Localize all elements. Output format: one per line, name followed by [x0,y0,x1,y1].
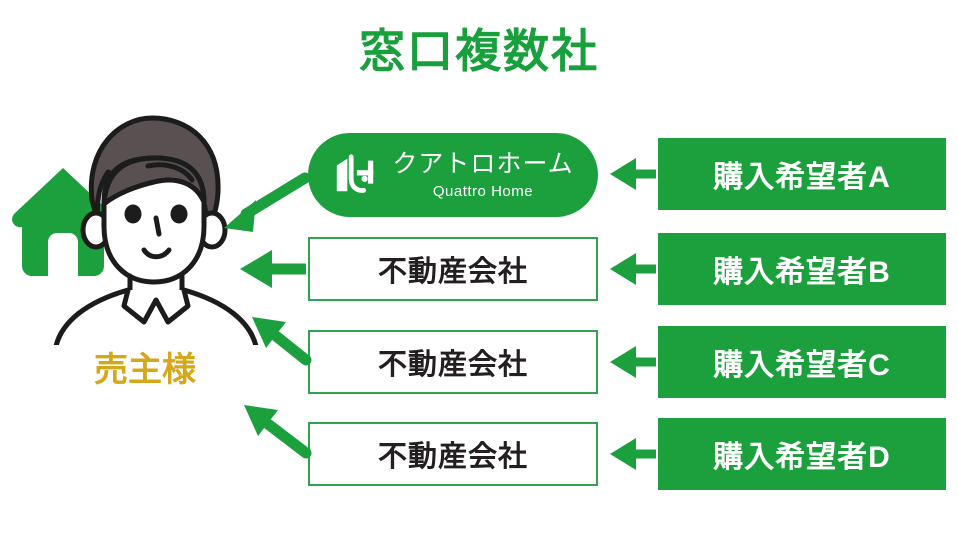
buyer-label: 購入希望者A [713,161,891,194]
seller-label: 売主様 [94,351,196,389]
person-illustration [53,115,259,345]
seller-group: 売主様 [0,110,300,410]
logo-name-en: Quattro Home [432,182,534,200]
arrow-buyer-d-to-agency [610,438,656,470]
buyer-label: 購入希望者D [713,441,891,474]
agency-label: 不動産会社 [377,441,528,473]
quattro-home-qh-monogram-icon [337,154,374,193]
arrow-agency-3-to-seller [244,405,312,459]
buyer-box-b[interactable]: 購入希望者B [658,233,946,305]
quattro-home-logo-card[interactable]: クアトロホーム Quattro Home [308,133,598,217]
logo-name-jp: クアトロホーム [392,149,574,178]
arrow-buyer-b-to-agency [610,253,656,285]
buyer-box-a[interactable]: 購入希望者A [658,138,946,210]
agency-box-1[interactable]: 不動産会社 [308,237,598,301]
buyer-label: 購入希望者B [713,256,891,289]
buyer-label: 購入希望者C [713,349,891,382]
arrow-buyer-a-to-agency [610,158,656,190]
agency-box-3[interactable]: 不動産会社 [308,422,598,486]
buyer-box-d[interactable]: 購入希望者D [658,418,946,490]
page-title: 窓口複数社 [359,25,599,77]
arrow-buyer-c-to-agency [610,346,656,378]
buyer-box-c[interactable]: 購入希望者C [658,326,946,398]
agency-label: 不動産会社 [377,256,528,288]
agency-box-2[interactable]: 不動産会社 [308,330,598,394]
agency-label: 不動産会社 [377,349,528,381]
house-icon [12,168,114,276]
logo-wordmark: クアトロホーム Quattro Home [392,149,574,200]
